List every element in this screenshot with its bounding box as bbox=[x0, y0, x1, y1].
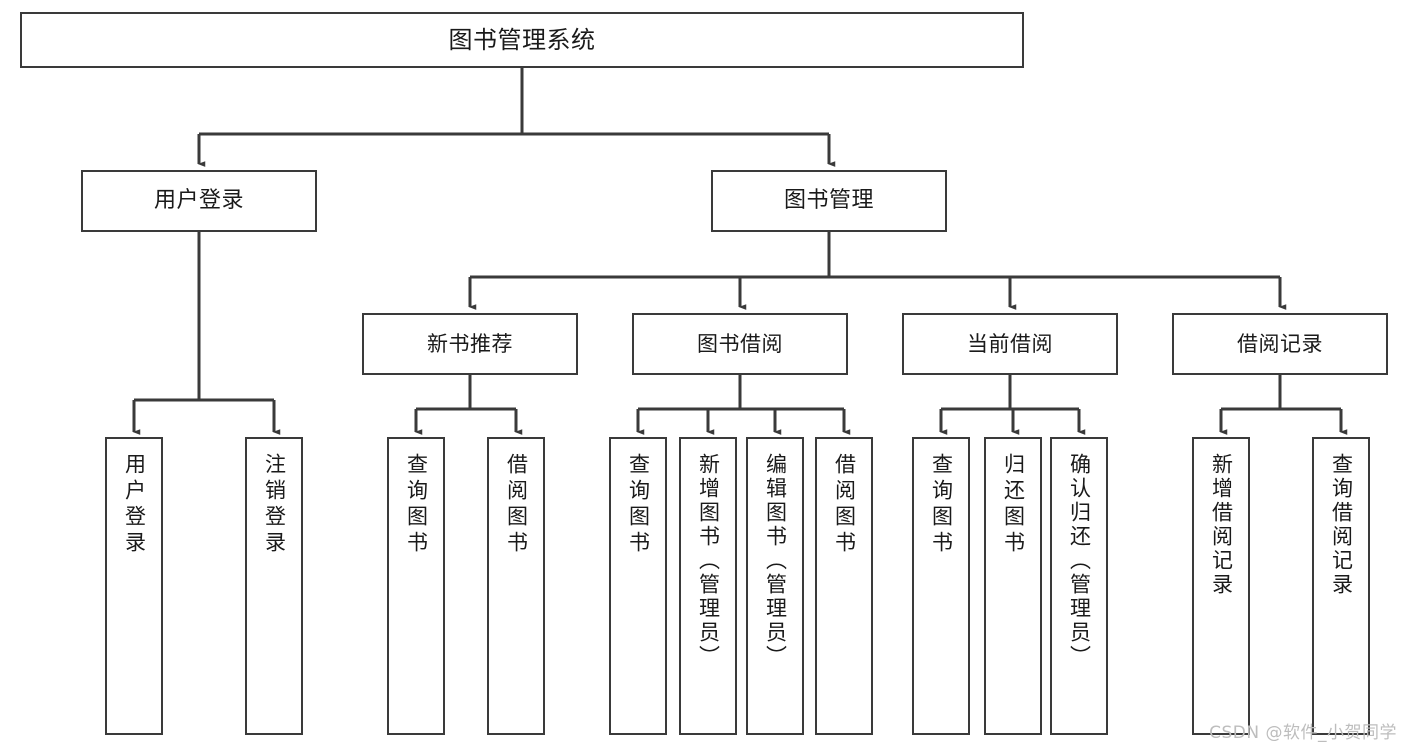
node-leaf-borrow-book-2[interactable]: 借阅图书 bbox=[815, 437, 873, 735]
node-book-borrow-label: 图书借阅 bbox=[697, 331, 783, 356]
node-leaf-confirm-return[interactable]: 确认归还（管理员） bbox=[1050, 437, 1108, 735]
node-user-login[interactable]: 用户登录 bbox=[81, 170, 317, 232]
node-borrow-record[interactable]: 借阅记录 bbox=[1172, 313, 1388, 375]
node-leaf-query-record[interactable]: 查询借阅记录 bbox=[1312, 437, 1370, 735]
node-user-login-label: 用户登录 bbox=[153, 188, 244, 214]
node-leaf-add-book[interactable]: 新增图书（管理员） bbox=[679, 437, 737, 735]
node-leaf-borrow-book-2-label: 借阅图书 bbox=[832, 453, 857, 557]
node-leaf-add-record[interactable]: 新增借阅记录 bbox=[1192, 437, 1250, 735]
node-leaf-query-book-1[interactable]: 查询图书 bbox=[387, 437, 445, 735]
node-current-borrow[interactable]: 当前借阅 bbox=[902, 313, 1118, 375]
node-leaf-borrow-book-1-label: 借阅图书 bbox=[504, 453, 529, 557]
node-borrow-record-label: 借阅记录 bbox=[1237, 331, 1323, 356]
csdn-watermark: CSDN @软件_小贺同学 bbox=[1209, 723, 1397, 743]
node-leaf-user-login-label: 用户登录 bbox=[122, 453, 147, 557]
node-root-label: 图书管理系统 bbox=[448, 25, 596, 54]
node-leaf-edit-book[interactable]: 编辑图书（管理员） bbox=[746, 437, 804, 735]
node-leaf-query-book-2[interactable]: 查询图书 bbox=[609, 437, 667, 735]
node-leaf-add-book-label: 新增图书（管理员） bbox=[696, 453, 721, 669]
node-leaf-borrow-book-1[interactable]: 借阅图书 bbox=[487, 437, 545, 735]
node-leaf-user-logout-label: 注销登录 bbox=[262, 453, 287, 557]
node-leaf-add-record-label: 新增借阅记录 bbox=[1209, 453, 1234, 597]
node-leaf-user-logout[interactable]: 注销登录 bbox=[245, 437, 303, 735]
node-leaf-query-record-label: 查询借阅记录 bbox=[1329, 453, 1354, 597]
node-leaf-query-book-2-label: 查询图书 bbox=[626, 453, 651, 557]
node-leaf-user-login[interactable]: 用户登录 bbox=[105, 437, 163, 735]
node-new-book-rec-label: 新书推荐 bbox=[427, 331, 513, 356]
node-leaf-return-book-label: 归还图书 bbox=[1001, 453, 1026, 557]
node-leaf-query-book-3-label: 查询图书 bbox=[929, 453, 954, 557]
node-leaf-query-book-1-label: 查询图书 bbox=[404, 453, 429, 557]
node-leaf-confirm-return-label: 确认归还（管理员） bbox=[1067, 453, 1092, 669]
node-root[interactable]: 图书管理系统 bbox=[20, 12, 1024, 68]
node-book-borrow[interactable]: 图书借阅 bbox=[632, 313, 848, 375]
node-book-manage-label: 图书管理 bbox=[783, 188, 874, 214]
node-new-book-rec[interactable]: 新书推荐 bbox=[362, 313, 578, 375]
node-book-manage[interactable]: 图书管理 bbox=[711, 170, 947, 232]
node-leaf-query-book-3[interactable]: 查询图书 bbox=[912, 437, 970, 735]
node-current-borrow-label: 当前借阅 bbox=[967, 331, 1053, 356]
node-leaf-edit-book-label: 编辑图书（管理员） bbox=[763, 453, 788, 669]
node-leaf-return-book[interactable]: 归还图书 bbox=[984, 437, 1042, 735]
